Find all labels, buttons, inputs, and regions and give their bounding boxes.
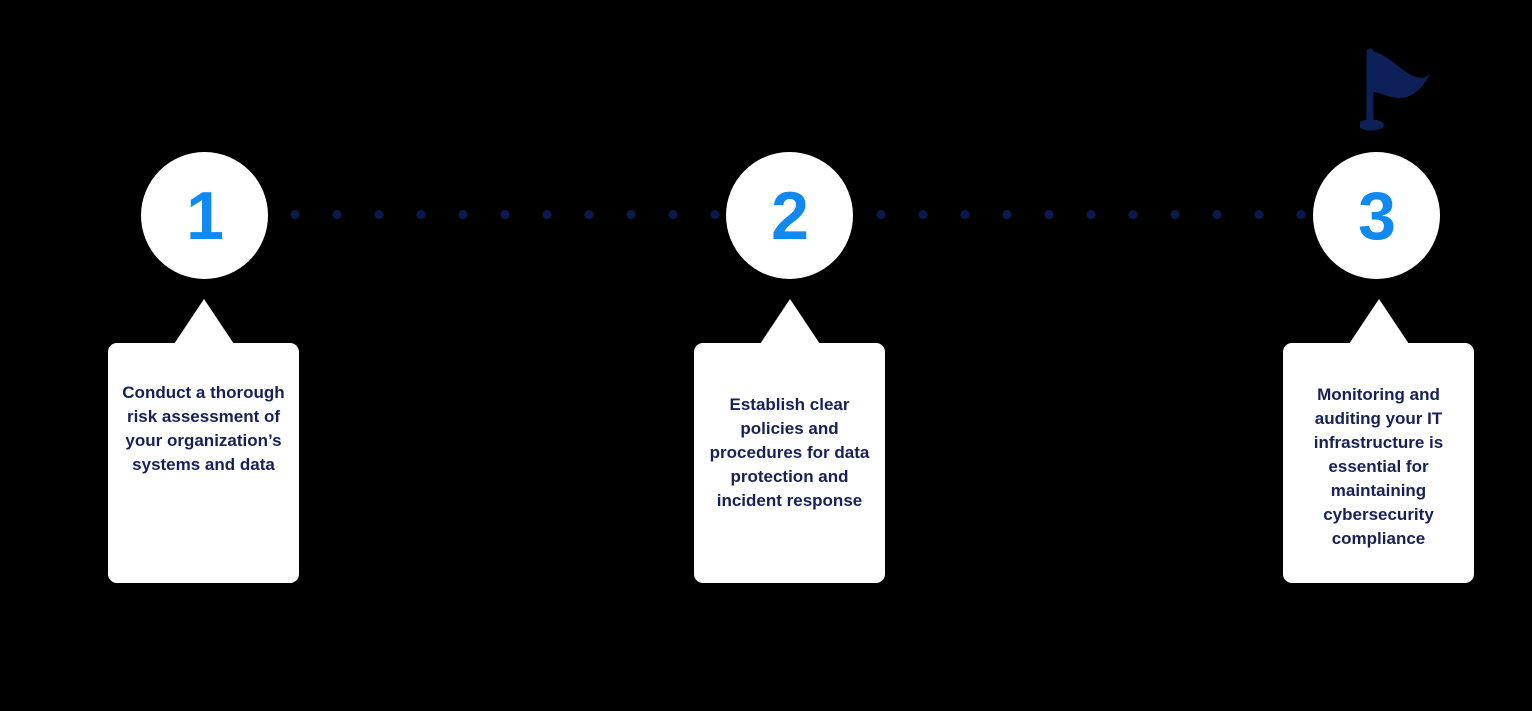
step-circle-1[interactable]: 1 (141, 152, 268, 279)
step-number-2: 2 (771, 177, 809, 254)
step-number-3: 3 (1358, 177, 1396, 254)
step-card-2[interactable]: Establish clear policies and procedures … (694, 299, 885, 583)
connector-line-2-3 (860, 210, 1320, 219)
step-description-3: Monitoring and auditing your IT infrastr… (1313, 385, 1444, 548)
card-pointer-1 (173, 299, 234, 344)
step-circle-3[interactable]: 3 (1313, 152, 1440, 279)
step-description-1: Conduct a thorough risk assessment of yo… (122, 383, 285, 474)
card-pointer-2 (759, 299, 820, 344)
card-pointer-3 (1348, 299, 1409, 344)
step-circle-2[interactable]: 2 (726, 152, 853, 279)
connector-line-1-2 (274, 210, 724, 219)
step-description-2: Establish clear policies and procedures … (709, 395, 870, 510)
step-card-3[interactable]: Monitoring and auditing your IT infrastr… (1283, 299, 1474, 583)
step-card-1[interactable]: Conduct a thorough risk assessment of yo… (108, 299, 299, 583)
flag-icon (1358, 46, 1434, 132)
step-number-1: 1 (186, 177, 224, 254)
